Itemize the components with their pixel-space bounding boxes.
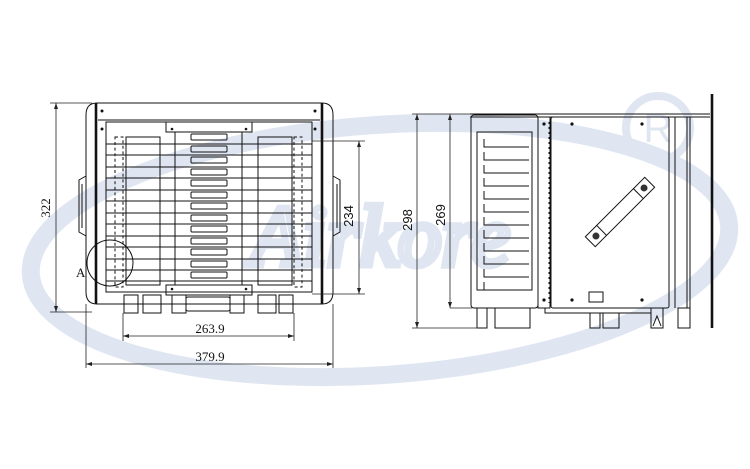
- front-louvers: [106, 143, 312, 282]
- side-view: 298 269: [400, 94, 714, 329]
- dim-inner-height: 234: [312, 140, 365, 295]
- watermark-logo: R Airkore: [21, 92, 739, 387]
- dim-side-overall-height: 298: [400, 113, 478, 329]
- svg-text:322: 322: [38, 198, 53, 218]
- watermark-swoosh-icon: [21, 113, 739, 387]
- side-main-panel: [550, 116, 670, 309]
- dim-side-body-height: 269: [433, 114, 472, 309]
- right-handle: [332, 175, 341, 237]
- blade-pivots: [114, 136, 303, 288]
- front-view: A 322 234 263.9: [38, 102, 365, 368]
- detail-a-label: A: [76, 265, 86, 280]
- side-louvers: [483, 139, 529, 291]
- dim-overall-width: 379.9: [85, 304, 334, 368]
- left-handle: [78, 175, 87, 237]
- svg-text:234: 234: [341, 205, 356, 227]
- svg-text:298: 298: [400, 209, 415, 231]
- dim-base-width: 263.9: [122, 313, 295, 341]
- linkage-bar: [584, 176, 656, 248]
- svg-text:269: 269: [433, 204, 448, 226]
- dim-overall-height: 322: [38, 102, 92, 313]
- detail-a-circle: [86, 239, 134, 287]
- svg-text:263.9: 263.9: [195, 321, 224, 336]
- front-center-slots: [190, 133, 228, 279]
- svg-text:379.9: 379.9: [195, 349, 224, 364]
